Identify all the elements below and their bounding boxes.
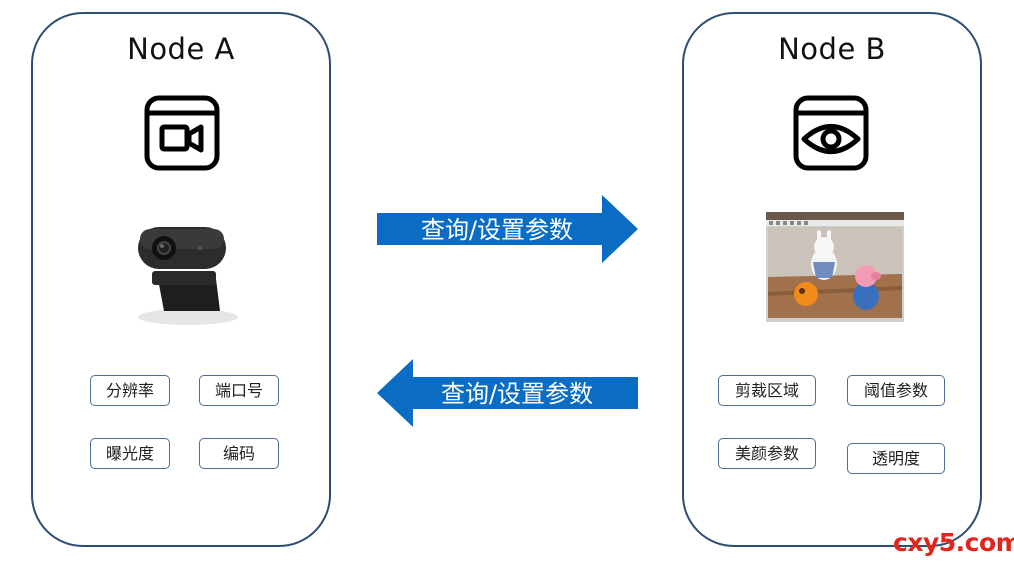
- param-threshold: 阈值参数: [847, 375, 945, 406]
- node-a-title: Node A: [127, 32, 235, 66]
- preview-window-photo: [766, 212, 904, 322]
- node-a-box: Node A 分辨率 端口号 曝光度 编码: [31, 12, 331, 547]
- param-transparency: 透明度: [847, 443, 945, 474]
- param-exposure: 曝光度: [90, 438, 170, 469]
- node-b-box: Node B 剪裁区域 阈值参数 美颜参数 透明度: [682, 12, 982, 547]
- param-port: 端口号: [199, 375, 279, 406]
- arrow-to-node-a-label: 查询/设置参数: [441, 380, 593, 408]
- param-crop-region: 剪裁区域: [718, 375, 816, 406]
- param-resolution: 分辨率: [90, 375, 170, 406]
- arrow-to-node-a: 查询/设置参数: [377, 359, 638, 427]
- arrow-to-node-b: 查询/设置参数: [377, 195, 638, 263]
- webcam-photo: [128, 219, 248, 329]
- param-beauty: 美颜参数: [718, 438, 816, 469]
- eye-icon: [793, 95, 869, 171]
- watermark: cxy5.com: [893, 528, 1014, 557]
- arrow-to-node-b-label: 查询/设置参数: [421, 216, 573, 244]
- param-encoding: 编码: [199, 438, 279, 469]
- video-camera-icon: [144, 95, 220, 171]
- node-b-title: Node B: [778, 32, 886, 66]
